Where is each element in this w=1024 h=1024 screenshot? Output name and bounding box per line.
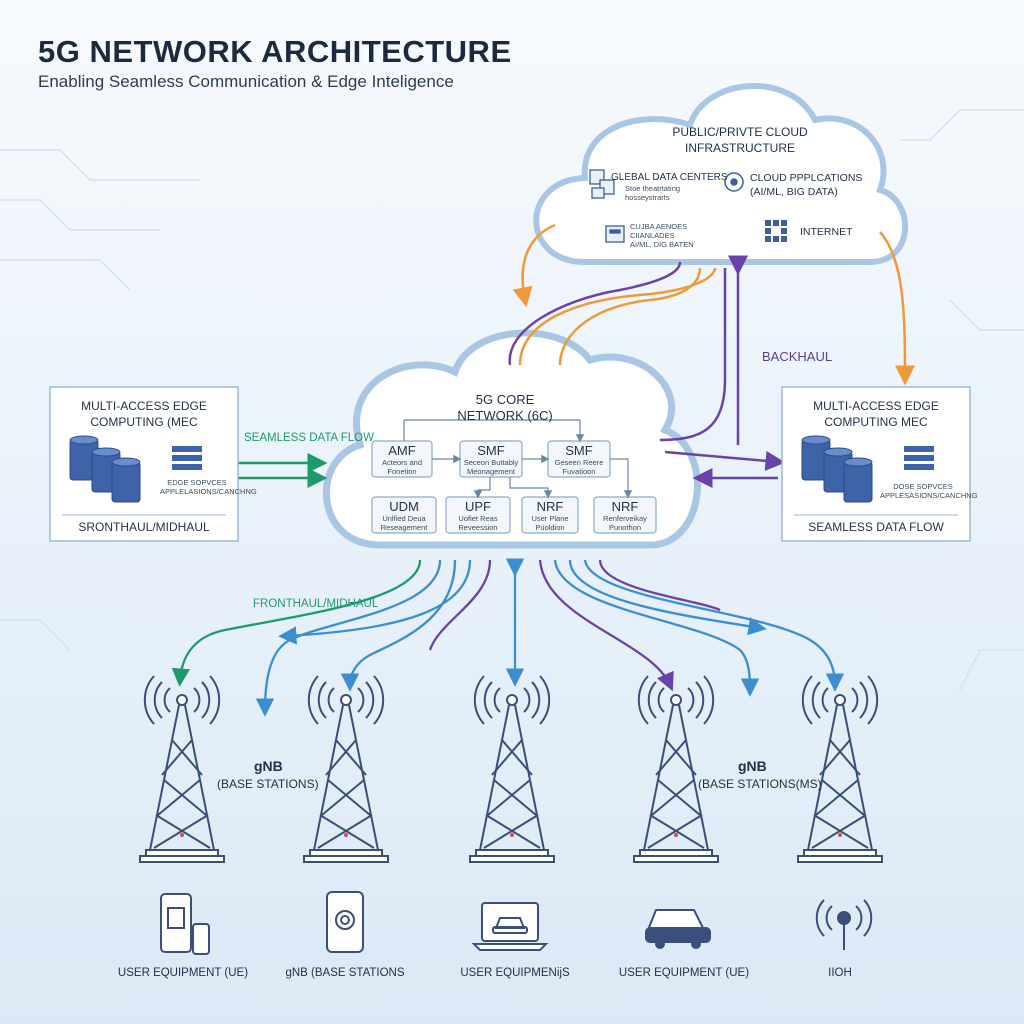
database-icon-right bbox=[801, 435, 873, 503]
function-name: SMF bbox=[477, 443, 505, 458]
database-icon-left bbox=[69, 435, 141, 503]
tower-2 bbox=[303, 675, 389, 863]
core-cloud-shape bbox=[322, 329, 701, 549]
function-desc: Punothon bbox=[608, 523, 642, 532]
function-desc: Acteors and bbox=[381, 458, 423, 467]
function-desc: Unlfied Deua bbox=[382, 514, 426, 523]
circuit-traces bbox=[0, 109, 1024, 691]
smartphone-icon bbox=[326, 891, 364, 953]
function-name: AMF bbox=[388, 443, 416, 458]
function-desc: Seceon Buttably bbox=[463, 458, 519, 467]
cloud-title-line2: INFRASTRUCTURE bbox=[685, 141, 795, 155]
mec-left-title: MULTI-ACCESS EDGE COMPUTING (MEC bbox=[50, 398, 238, 430]
fronthaul-label: FRONTHAUL/MIDHAUL bbox=[253, 598, 379, 610]
server-rack-icon-left bbox=[172, 446, 202, 470]
function-desc: Reveession bbox=[458, 523, 498, 532]
function-smf-1[interactable]: SMF Seceon Buttably Meonagement bbox=[460, 443, 522, 476]
function-amf[interactable]: AMF Acteors and Fonetion bbox=[372, 443, 432, 476]
gnb-left-title: gNB bbox=[254, 758, 283, 774]
gnb-left-sub: (BASE STATIONS) bbox=[217, 777, 319, 791]
mec-right-services-line1: DOSE SOPVCES bbox=[893, 482, 953, 491]
mec-left-footer: SRONTHAUL/MIDHAUL bbox=[78, 520, 210, 534]
mec-left-title-line1: MULTI-ACCESS EDGE bbox=[81, 399, 207, 413]
function-name: UPF bbox=[465, 499, 491, 514]
function-desc: User Plane bbox=[531, 514, 569, 523]
function-upf[interactable]: UPF Uofiet Reas Reveession bbox=[446, 499, 510, 532]
seamless-data-flow-label: SEAMLESS DATA FLOW bbox=[244, 432, 374, 444]
services-line1: CUJBA AENOES bbox=[630, 222, 688, 231]
core-title-line2: NETWORK (6C) bbox=[457, 408, 553, 423]
function-udm[interactable]: UDM Unlfied Deua Reseagement bbox=[372, 499, 436, 532]
data-centers-label: GLEBAL DATA CENTERS bbox=[611, 172, 728, 183]
page-title: 5G NETWORK ARCHITECTURE bbox=[38, 34, 512, 69]
function-desc: Fuvatioon bbox=[562, 467, 596, 476]
cloud-title: PUBLIC/PRIVTE CLOUD INFRASTRUCTURE bbox=[640, 124, 840, 156]
mec-right-services-line2: APPLESASIONS/CANCHNG bbox=[880, 491, 978, 500]
cloud-apps-line1: CLOUD PPPLCATIONS bbox=[750, 172, 863, 184]
function-nrf-1[interactable]: NRF User Plane Puoldion bbox=[522, 499, 578, 532]
function-name: NRF bbox=[536, 499, 564, 514]
core-function-boxes bbox=[371, 440, 657, 534]
mec-right-title: MULTI-ACCESS EDGE COMPUTING MEC bbox=[782, 398, 970, 430]
mec-left-services-line2: APPLELASIONS/CANCHNG bbox=[160, 487, 257, 496]
tower-1 bbox=[139, 675, 225, 863]
function-desc: Uofiet Reas bbox=[458, 514, 498, 523]
mec-right-title-line2: COMPUTING MEC bbox=[824, 415, 928, 429]
tower-4 bbox=[633, 675, 719, 863]
core-internal-arrows bbox=[403, 419, 633, 499]
mec-right-title-line1: MULTI-ACCESS EDGE bbox=[813, 399, 939, 413]
function-desc: Geseen Reere bbox=[554, 458, 604, 467]
function-name: UDM bbox=[389, 499, 419, 514]
function-desc: Renferveikay bbox=[603, 514, 647, 523]
mec-left-title-line2: COMPUTING (MEC bbox=[90, 415, 198, 429]
function-name: NRF bbox=[611, 499, 639, 514]
mec-right-services: DOSE SOPVCES APPLESASIONS/CANCHNG bbox=[880, 482, 978, 500]
function-nrf-2[interactable]: NRF Renferveikay Punothon bbox=[594, 499, 656, 532]
function-desc: Puoldion bbox=[535, 523, 565, 532]
internet-grid-icon bbox=[765, 220, 787, 242]
laptop-car-icon bbox=[471, 902, 549, 951]
ue-label-3: USER EQUIPMENĳS bbox=[460, 967, 570, 979]
phone-tablet-icon bbox=[160, 893, 210, 955]
car-icon bbox=[645, 909, 711, 949]
ue-label-4: USER EQUIPMENT (UE) bbox=[618, 967, 750, 979]
mec-left-services-line1: EDGE SOPVCES bbox=[167, 478, 227, 487]
mec-left-services: EDGE SOPVCES APPLELASIONS/CANCHNG bbox=[160, 478, 257, 496]
public-cloud-shape bbox=[533, 83, 908, 265]
ue-label-2: gNB (BASE STATIONS bbox=[285, 967, 405, 979]
tower-5 bbox=[797, 675, 883, 863]
iot-antenna-icon bbox=[815, 899, 873, 950]
mec-right-footer: SEAMLESS DATA FLOW bbox=[808, 520, 944, 534]
cloud-title-line1: PUBLIC/PRIVTE CLOUD bbox=[672, 125, 808, 139]
data-centers-sub1: Stoe theatrtating bbox=[625, 184, 681, 193]
services-line3: AI/ML, DIG BATEN bbox=[630, 240, 694, 249]
function-desc: Meonagement bbox=[467, 467, 515, 476]
core-title-line1: 5G CORE bbox=[475, 392, 535, 407]
ue-label-5: IIOH bbox=[828, 967, 852, 979]
function-name: SMF bbox=[565, 443, 593, 458]
cloud-apps-line2: (AI/ML, BIG DATA) bbox=[750, 186, 838, 198]
page-subtitle: Enabling Seamless Communication & Edge I… bbox=[38, 72, 454, 91]
globe-data-icon bbox=[589, 169, 615, 199]
ue-label-1: USER EQUIPMENT (UE) bbox=[117, 967, 249, 979]
server-rack-icon-right bbox=[904, 446, 934, 470]
function-desc: Fonetion bbox=[387, 467, 417, 476]
core-title: 5G CORE NETWORK (6C) bbox=[440, 392, 570, 424]
gnb-right-sub: (BASE STATIONS(MS) bbox=[698, 777, 822, 791]
gear-icon bbox=[724, 172, 744, 192]
data-centers-sub2: hosseystrarts bbox=[625, 193, 670, 202]
tower-graphics bbox=[139, 675, 883, 863]
backhaul-label: BACKHAUL bbox=[762, 349, 833, 364]
internet-label: INTERNET bbox=[800, 226, 853, 238]
services-line2: CIIANLADES bbox=[630, 231, 675, 240]
tower-3 bbox=[469, 675, 555, 863]
gnb-right-title: gNB bbox=[738, 758, 767, 774]
function-smf-2[interactable]: SMF Geseen Reere Fuvatioon bbox=[548, 443, 610, 476]
services-icon bbox=[605, 225, 625, 243]
function-desc: Reseagement bbox=[380, 523, 428, 532]
